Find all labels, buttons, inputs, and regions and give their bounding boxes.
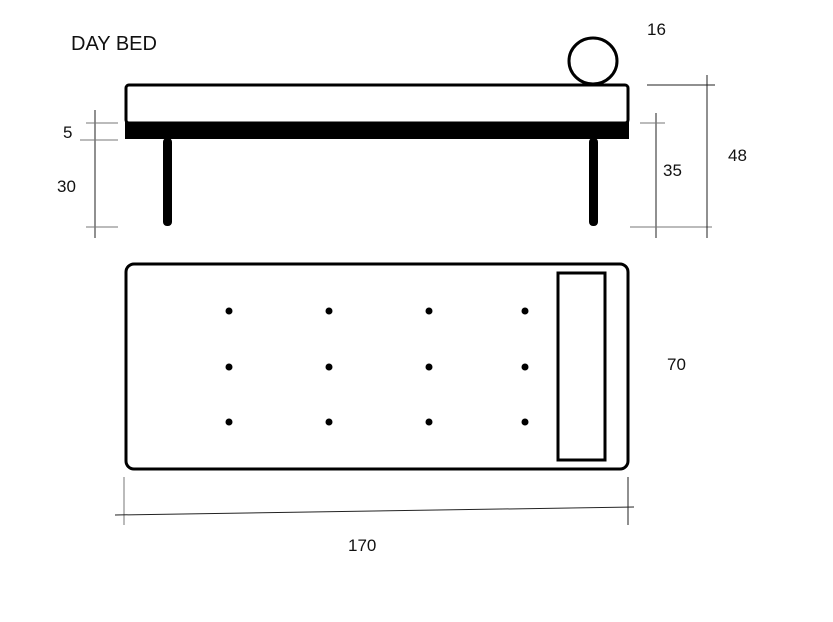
bolster-pillow [567, 36, 619, 86]
leg-right [589, 138, 598, 226]
tufting-button [225, 418, 233, 426]
tufting-button [425, 307, 433, 315]
tufting-button [225, 307, 233, 315]
tufting-button [225, 363, 233, 371]
dim-total-height: 48 [728, 146, 747, 165]
leg-left [163, 138, 172, 226]
tufting-button [325, 307, 333, 315]
tufting-buttons [225, 307, 529, 426]
dim-frame: 5 [63, 123, 72, 142]
tufting-button [425, 418, 433, 426]
mattress [124, 83, 630, 125]
dim-leg-height: 30 [57, 177, 76, 196]
tufting-button [521, 307, 529, 315]
dim-depth: 70 [667, 355, 686, 374]
tufting-button [521, 418, 529, 426]
dim-seat-height: 35 [663, 161, 682, 180]
top-view [124, 262, 630, 471]
side-dimension-lines [80, 75, 715, 238]
tufting-button [325, 418, 333, 426]
top-outline [124, 262, 630, 471]
dim-length: 170 [348, 536, 376, 555]
tufting-button [325, 363, 333, 371]
tufting-button [425, 363, 433, 371]
bolster-top [556, 271, 607, 462]
tufting-button [521, 363, 529, 371]
side-view [124, 36, 630, 226]
frame [125, 122, 629, 139]
bottom-dimension-lines [114, 477, 635, 525]
drawing-title: DAY BED [71, 33, 157, 55]
dim-pillow: 16 [647, 20, 666, 39]
